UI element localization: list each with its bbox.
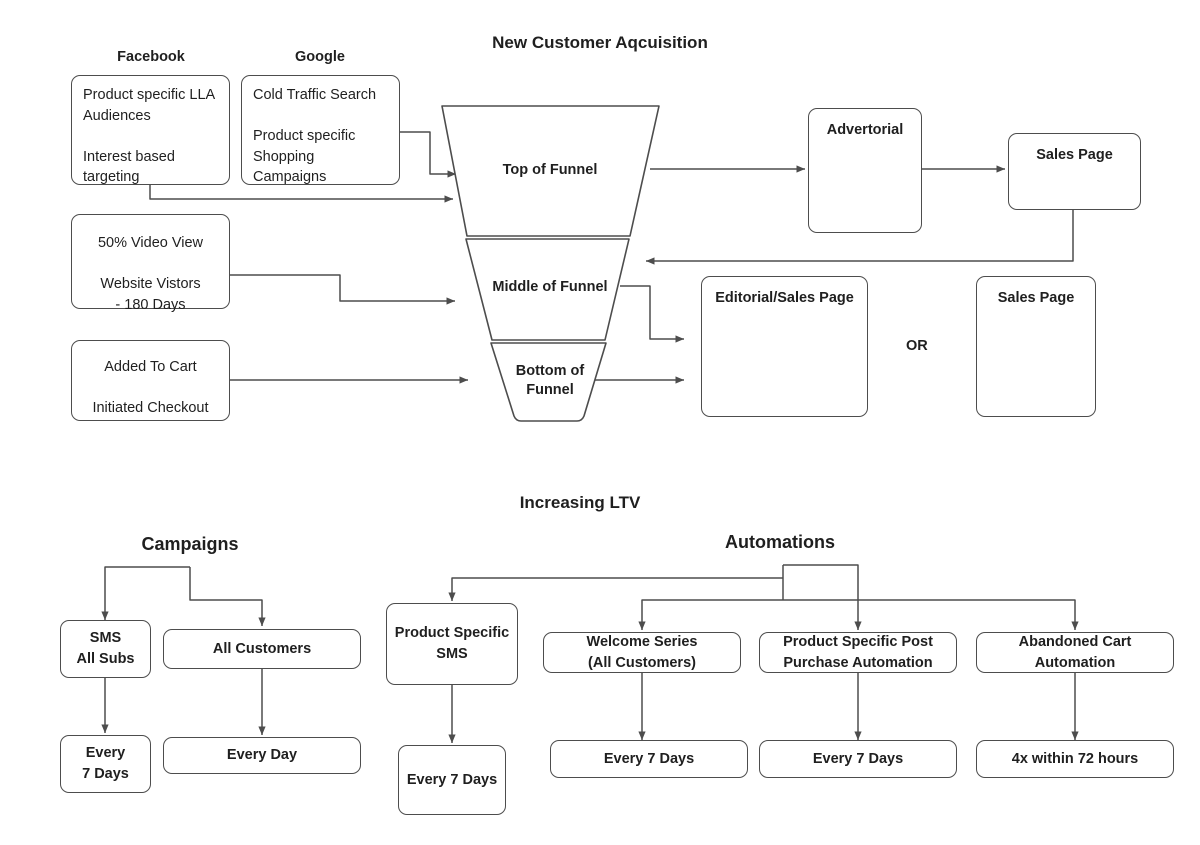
automation-node-product-specific-sms[interactable]: Product Specific SMS <box>386 603 518 685</box>
campaign-node-all-customers-label: All Customers <box>212 640 312 657</box>
column-header-google: Google <box>295 49 345 65</box>
automation-node-welcome-series[interactable]: Welcome Series (All Customers) <box>543 632 741 673</box>
group-title-campaigns: Campaigns <box>141 534 239 554</box>
edge-automations-to-psms <box>448 577 783 602</box>
group-title-automations: Automations <box>725 532 835 552</box>
funnel-label-bottom: Bottom of Funnel <box>515 363 585 398</box>
edge-warm-to-mof <box>230 274 456 305</box>
edge-campaigns-to-allcustomers <box>189 567 266 627</box>
campaign-node-sms-all-subs[interactable]: SMS All Subs <box>60 620 151 678</box>
automation-cadence-welcome-series-label: Every 7 Days <box>603 750 695 767</box>
automation-cadence-post-purchase[interactable]: Every 7 Days <box>759 740 957 778</box>
funnel-label-middle: Middle of Funnel <box>492 279 608 295</box>
automation-node-abandoned-cart-label: Abandoned Cart Automation <box>1018 633 1132 671</box>
edge-campaigns-to-sms <box>101 566 190 621</box>
automation-node-abandoned-cart[interactable]: Abandoned Cart Automation <box>976 632 1174 673</box>
edge-automations-to-postpurchase <box>783 564 862 631</box>
source-box-retargeting-hot[interactable]: Added To Cart Initiated Checkout <box>71 340 230 421</box>
automation-cadence-abandoned-cart[interactable]: 4x within 72 hours <box>976 740 1174 778</box>
automation-cadence-product-specific-sms-label: Every 7 Days <box>406 771 498 788</box>
destination-box-advertorial[interactable]: Advertorial <box>808 108 922 233</box>
source-box-google-campaigns[interactable]: Cold Traffic Search Product specific Sho… <box>241 75 400 185</box>
automation-cadence-welcome-series[interactable]: Every 7 Days <box>550 740 748 778</box>
automation-node-product-specific-sms-label: Product Specific SMS <box>394 625 510 662</box>
automation-node-post-purchase-label: Product Specific Post Purchase Automatio… <box>783 633 933 671</box>
edge-google-to-tof <box>400 131 457 178</box>
edge-automations-to-abandoned <box>783 599 1079 631</box>
automation-cadence-post-purchase-label: Every 7 Days <box>812 750 904 767</box>
or-label: OR <box>906 338 928 354</box>
campaign-cadence-email-label: Every Day <box>226 747 298 764</box>
source-box-retargeting-warm-label: 50% Video View Website Vistors - 180 Day… <box>97 235 204 313</box>
funnel-label-top: Top of Funnel <box>502 162 598 178</box>
campaign-node-all-customers[interactable]: All Customers <box>163 629 361 669</box>
destination-box-sales-page-top[interactable]: Sales Page <box>1008 133 1141 210</box>
automation-node-welcome-series-label: Welcome Series (All Customers) <box>586 633 698 671</box>
destination-box-sales-page-alt[interactable]: Sales Page <box>976 276 1096 417</box>
source-box-facebook-audiences[interactable]: Product specific LLA Audiences Interest … <box>71 75 230 185</box>
column-header-facebook: Facebook <box>117 49 185 65</box>
source-box-retargeting-hot-label: Added To Cart Initiated Checkout <box>92 359 209 417</box>
source-box-retargeting-warm[interactable]: 50% Video View Website Vistors - 180 Day… <box>71 214 230 313</box>
campaign-cadence-email[interactable]: Every Day <box>163 737 361 774</box>
automation-cadence-abandoned-cart-label: 4x within 72 hours <box>1011 750 1139 767</box>
automation-node-post-purchase[interactable]: Product Specific Post Purchase Automatio… <box>759 632 957 673</box>
destination-box-editorial-sales-page[interactable]: Editorial/Sales Page <box>701 276 868 417</box>
campaign-node-sms-all-subs-label: SMS All Subs <box>76 630 135 667</box>
page-title-acquisition: New Customer Aqcuisition <box>492 33 708 52</box>
edge-automations-to-welcome <box>638 599 783 631</box>
page-title-ltv: Increasing LTV <box>519 493 641 512</box>
campaign-cadence-sms-label: Every 7 Days <box>82 745 129 782</box>
campaign-cadence-sms[interactable]: Every 7 Days <box>60 735 151 793</box>
automation-cadence-product-specific-sms[interactable]: Every 7 Days <box>398 745 506 815</box>
